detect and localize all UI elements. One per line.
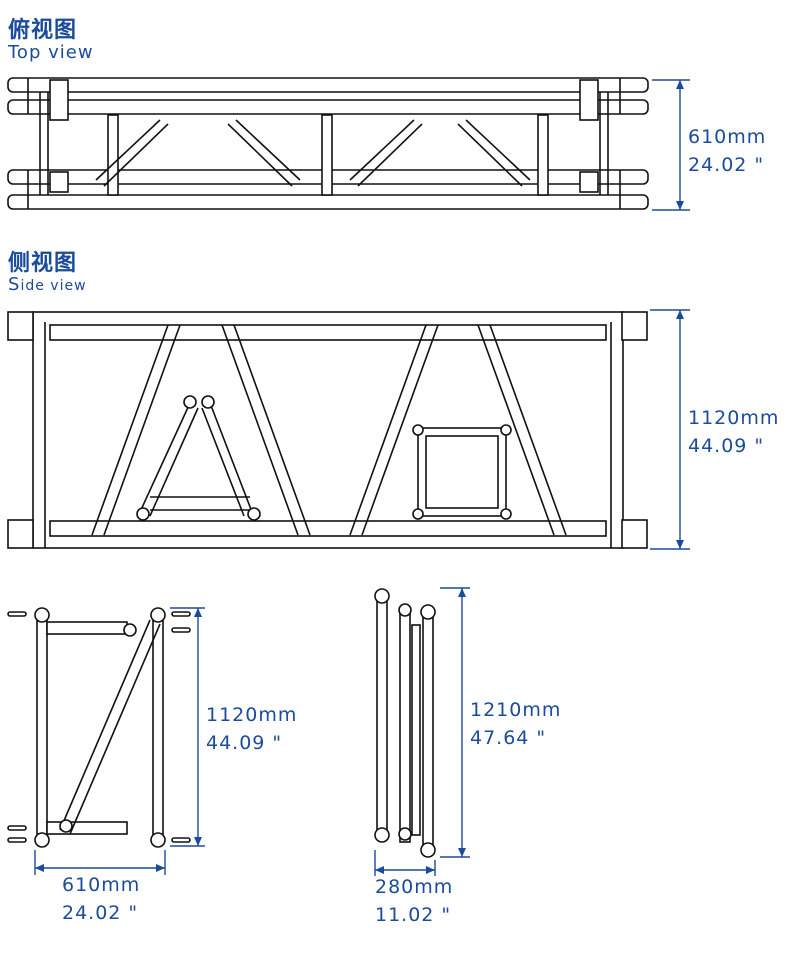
side-view-title-initial: S: [8, 274, 21, 295]
end-width-mm: 610mm: [62, 874, 140, 896]
end-view-drawing: [7, 607, 191, 848]
folded-width-inch: 11.02 ": [375, 904, 451, 926]
top-view-title-cn: 俯视图: [8, 18, 78, 43]
side-view-drawing: [7, 311, 648, 549]
top-width-inch: 24.02 ": [688, 154, 764, 176]
folded-height-mm: 1210mm: [470, 699, 561, 721]
top-width-mm: 610mm: [688, 126, 766, 148]
top-view-drawing: [7, 77, 649, 210]
side-height-inch: 44.09 ": [688, 435, 764, 457]
end-height-mm: 1120mm: [206, 704, 297, 726]
end-height-inch: 44.09 ": [206, 732, 282, 754]
folded-height-inch: 47.64 ": [470, 727, 546, 749]
folded-view-drawing: [374, 588, 436, 858]
end-width-inch: 24.02 ": [62, 902, 138, 924]
side-view-title-cn: 侧视图: [8, 251, 78, 276]
side-view-title-en: Side view: [8, 274, 87, 295]
side-height-mm: 1120mm: [688, 407, 779, 429]
top-view-title-en: Top view: [8, 42, 94, 63]
side-view-title-rest: ide view: [20, 278, 87, 294]
folded-width-mm: 280mm: [375, 876, 453, 898]
